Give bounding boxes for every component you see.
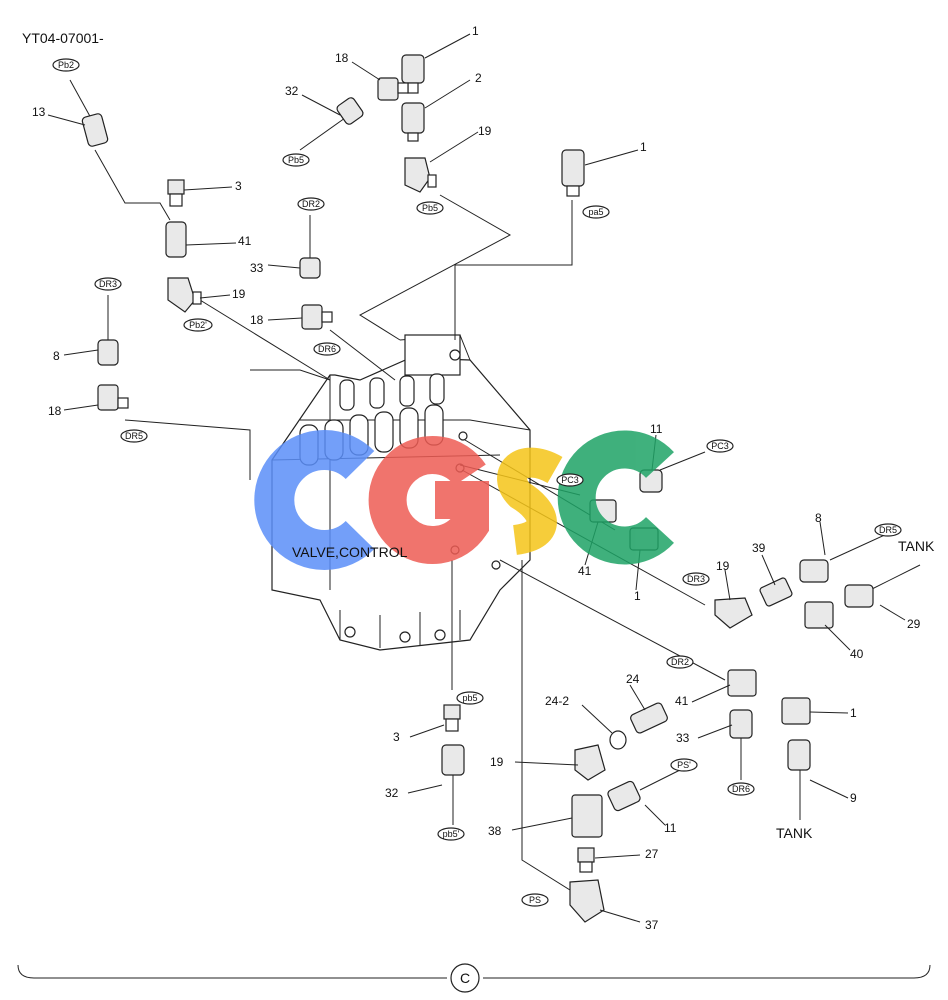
port-tag: DR6 (313, 342, 341, 356)
callout: 3 (235, 179, 242, 193)
callout: 19 (716, 559, 730, 573)
svg-text:Pb5: Pb5 (288, 155, 304, 165)
callout: 1 (850, 706, 857, 720)
svg-text:DR5: DR5 (879, 525, 897, 535)
svg-text:DR3: DR3 (99, 279, 117, 289)
callout: 3 (393, 730, 400, 744)
callout: 11 (650, 422, 663, 436)
port-tag: Pb5 (282, 153, 310, 167)
callout: 39 (752, 541, 766, 555)
watermark-letter-g (368, 436, 489, 564)
callout: 33 (250, 261, 264, 275)
svg-text:pb5: pb5 (462, 693, 477, 703)
port-tag: DR3 (682, 572, 710, 586)
port-tag: Pb5 (416, 201, 444, 215)
port-tag: DR2 (666, 655, 694, 669)
svg-text:DR3: DR3 (687, 574, 705, 584)
svg-text:Pb2': Pb2' (189, 320, 207, 330)
port-tag: pb5 (456, 691, 484, 705)
callout-leaders (47, 33, 906, 923)
callout: 37 (645, 918, 659, 932)
svg-text:PC3: PC3 (711, 441, 729, 451)
svg-text:Pb5: Pb5 (422, 203, 438, 213)
callout: 1 (634, 589, 641, 603)
svg-text:PS: PS (529, 895, 541, 905)
callout: 41 (578, 564, 592, 578)
callout: 24 (626, 672, 640, 686)
callout-numbers: 1 18 2 32 19 1 13 3 41 33 19 18 8 18 11 … (32, 24, 921, 932)
callout: 1 (472, 24, 479, 38)
svg-text:DR2: DR2 (671, 657, 689, 667)
callout: 32 (385, 786, 399, 800)
callout: 11 (664, 821, 677, 835)
svg-text:PC3: PC3 (561, 475, 579, 485)
callout: 18 (335, 51, 349, 65)
tank-label-right: TANK (898, 538, 935, 554)
svg-text:Pb2: Pb2 (58, 60, 74, 70)
callout: 9 (850, 791, 857, 805)
callout: 8 (815, 511, 822, 525)
svg-text:PS': PS' (677, 760, 691, 770)
svg-text:DR2: DR2 (302, 199, 320, 209)
svg-text:DR5: DR5 (125, 431, 143, 441)
port-tag: PS (521, 893, 549, 907)
port-tag: pb5' (437, 827, 465, 841)
port-tags: Pb2 Pb5 Pb5 pa5 DR2 DR3 Pb2' DR6 DR5 PC3… (52, 58, 902, 907)
callout: 19 (478, 124, 492, 138)
callout: 32 (285, 84, 299, 98)
callout: 19 (490, 755, 504, 769)
port-tag: PC3 (556, 473, 584, 487)
callout: 38 (488, 824, 502, 838)
section-brace: C (17, 963, 931, 993)
callout: 13 (32, 105, 46, 119)
section-letter: C (460, 970, 470, 986)
port-tag: PS' (670, 758, 698, 772)
watermark-letter-c (254, 430, 375, 570)
port-tag: DR5 (874, 523, 902, 537)
port-tag: pa5 (582, 205, 610, 219)
drawing-code: YT04-07001- (22, 30, 104, 46)
port-tag: PC3 (706, 439, 734, 453)
valve-control-label: VALVE,CONTROL (292, 544, 408, 560)
svg-text:DR6: DR6 (318, 344, 336, 354)
port-tag: Pb2' (183, 318, 213, 332)
port-tag: DR5 (120, 429, 148, 443)
callout: 27 (645, 847, 659, 861)
callout: 18 (250, 313, 264, 327)
callout: 40 (850, 647, 864, 661)
port-tag: DR6 (727, 782, 755, 796)
port-tag: Pb2 (52, 58, 80, 72)
callout: 2 (475, 71, 482, 85)
callout: 1 (640, 140, 647, 154)
callout: 41 (238, 234, 252, 248)
watermark-letter-s (497, 447, 563, 555)
svg-text:pb5': pb5' (443, 829, 460, 839)
tank-label-bottom: TANK (776, 825, 813, 841)
svg-text:pa5: pa5 (588, 207, 603, 217)
callout: 33 (676, 731, 690, 745)
callout: 8 (53, 349, 60, 363)
watermark (254, 430, 674, 570)
svg-text:DR6: DR6 (732, 784, 750, 794)
port-tag: DR2 (297, 197, 325, 211)
callout: 41 (675, 694, 689, 708)
callout: 18 (48, 404, 62, 418)
callout: 19 (232, 287, 246, 301)
port-tag: DR3 (94, 277, 122, 291)
callout: 29 (907, 617, 921, 631)
callout: 24-2 (545, 694, 569, 708)
watermark-letter-c2 (557, 430, 674, 565)
